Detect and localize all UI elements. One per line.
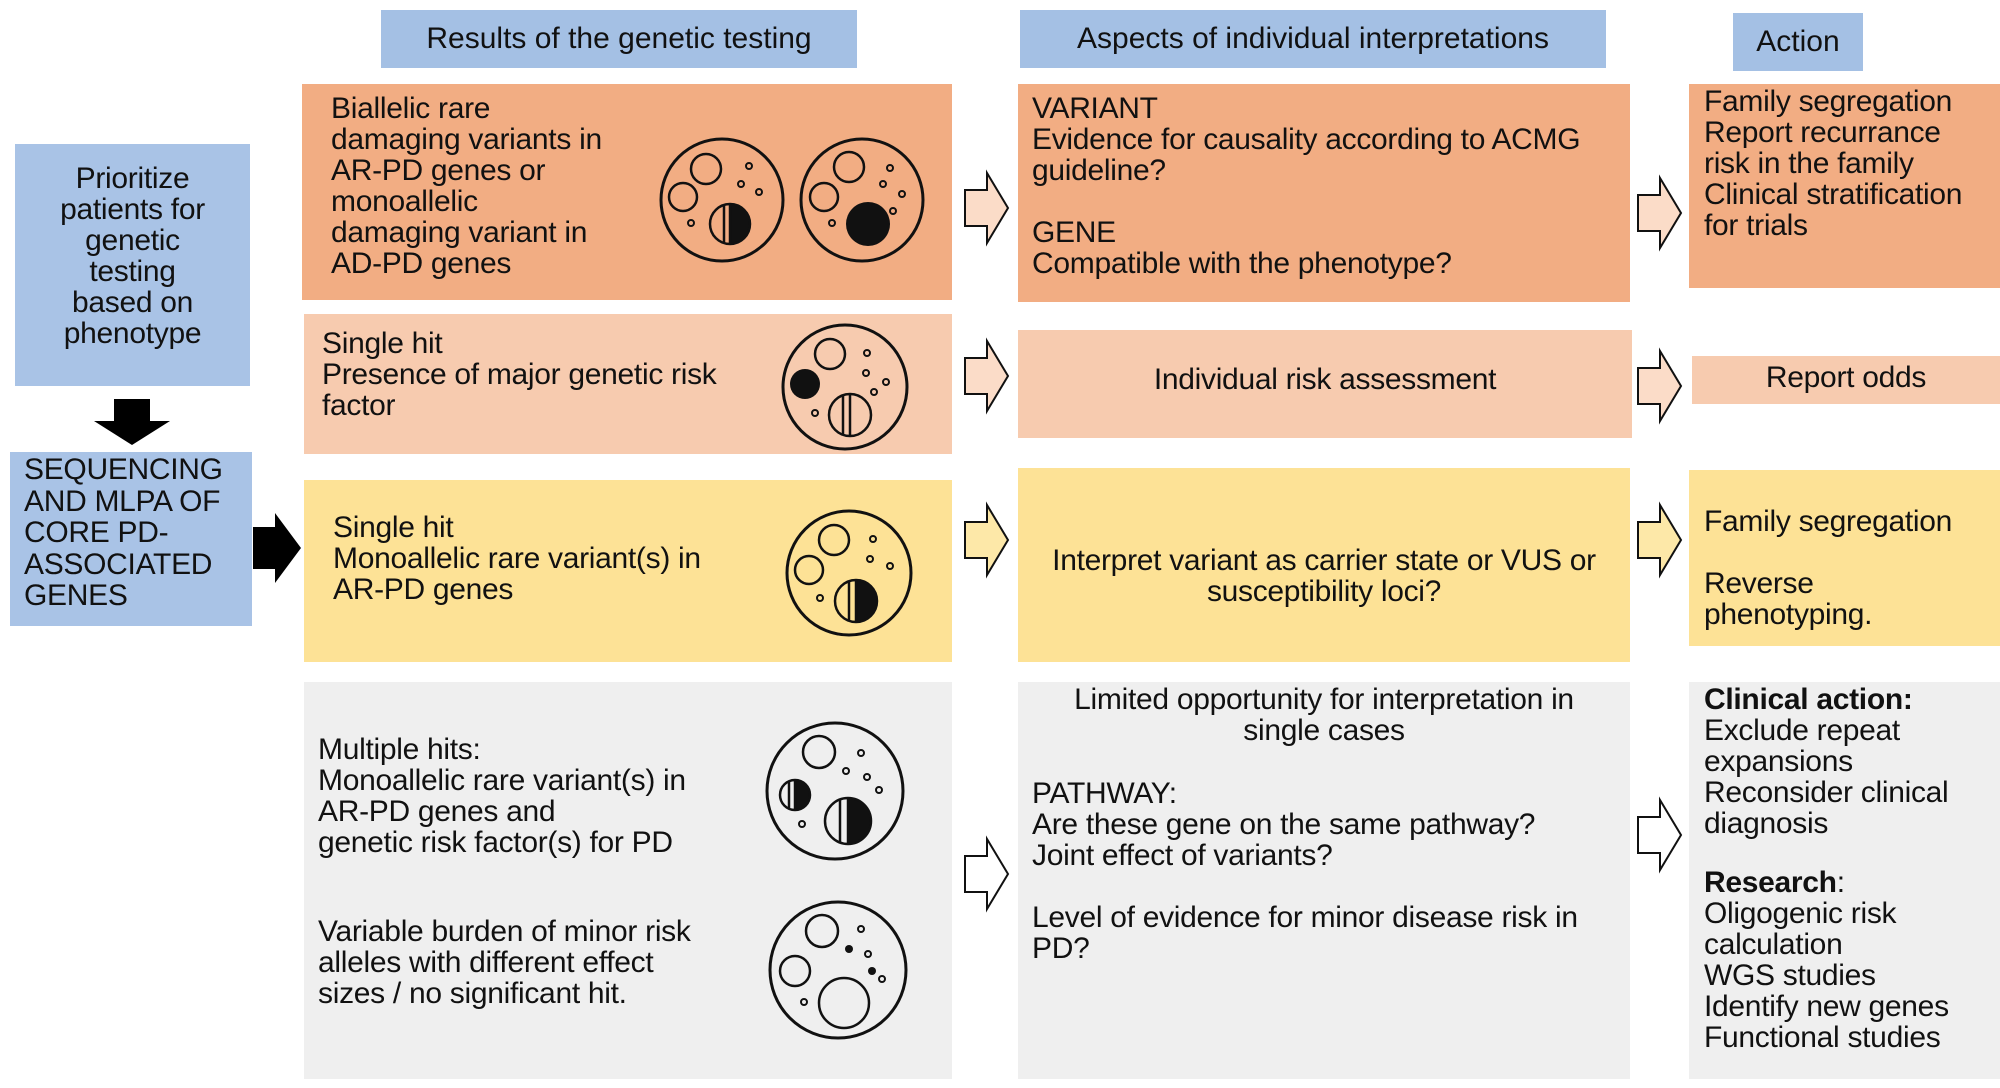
row2-result-text: Single hit Presence of major genetic ris… — [322, 327, 717, 422]
row3-aspect-box — [1018, 468, 1630, 662]
flow-arrow-icon — [964, 835, 1010, 913]
cell-diagram-icon — [781, 323, 909, 451]
row3-action-box — [1689, 470, 2000, 646]
row1-action-box — [1689, 84, 2000, 288]
flow-arrow-icon — [964, 337, 1010, 415]
flow-arrow-icon — [964, 501, 1010, 579]
flow-arrow-icon — [1637, 501, 1683, 579]
flow-arrow-icon — [1637, 347, 1683, 425]
row4-aspect-intro: Limited opportunity for interpretation i… — [1074, 683, 1574, 747]
row3-action-text: Family segregation Reverse phenotyping. — [1704, 505, 1953, 631]
row4-aspect-box — [1018, 682, 1630, 1079]
flow-arrow-icon — [1637, 796, 1683, 874]
cell-diagram-icon — [785, 509, 913, 637]
row2-aspect-text: Individual risk assessment — [1153, 363, 1497, 396]
row1-aspect-text: VARIANT Evidence for causality according… — [1032, 92, 1581, 280]
row2-action-text: Report odds — [1765, 361, 1927, 394]
sequencing-box — [10, 452, 252, 626]
down-arrow-icon — [94, 399, 170, 445]
research-title: Research — [1704, 866, 1837, 899]
row3-result-text: Single hit Monoallelic rare variant(s) i… — [333, 511, 701, 606]
header-results: Results of the genetic testing — [381, 10, 857, 68]
row4-result-box — [304, 682, 952, 1079]
row1-result-text: Biallelic rare damaging variants in AR-P… — [331, 92, 602, 280]
row4-result-a-text: Multiple hits: Monoallelic rare variant(… — [318, 733, 686, 859]
cell-diagram-icon — [768, 900, 908, 1040]
header-aspects: Aspects of individual interpretations — [1020, 10, 1606, 68]
header-action: Action — [1733, 13, 1863, 71]
clinical-action-title: Clinical action: — [1704, 683, 1913, 716]
cell-diagram-icon — [765, 721, 905, 861]
prioritize-text: Prioritize patients for genetic testing … — [60, 162, 205, 350]
row1-aspect-box — [1018, 84, 1630, 302]
flow-arrow-icon — [1637, 174, 1683, 252]
row2-action-box — [1692, 356, 2000, 404]
row3-aspect-text: Interpret variant as carrier state or VU… — [1052, 544, 1596, 608]
row4-action-text: Clinical action: Exclude repeat expansio… — [1704, 684, 2000, 1053]
right-arrow-icon — [253, 513, 301, 583]
row1-action-text: Family segregation Report recurrance ris… — [1704, 85, 1963, 242]
cell-diagram-icon — [659, 137, 785, 263]
row4-action-box — [1689, 682, 2000, 1079]
flow-arrow-icon — [964, 169, 1010, 247]
row4-aspect-text: PATHWAY: Are these gene on the same path… — [1032, 777, 1578, 965]
prioritize-box — [15, 144, 250, 386]
sequencing-text: SEQUENCING AND MLPA OF CORE PD- ASSOCIAT… — [24, 453, 223, 612]
row1-result-box — [302, 84, 952, 300]
row2-aspect-box — [1018, 330, 1632, 438]
cell-diagram-icon — [799, 137, 925, 263]
row4-result-b-text: Variable burden of minor risk alleles wi… — [318, 915, 691, 1010]
